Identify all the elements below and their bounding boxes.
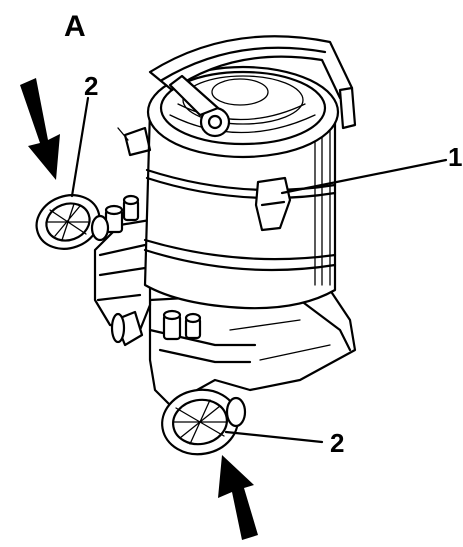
- knob-upper-left: [35, 194, 110, 250]
- latch-clip: [254, 176, 292, 232]
- knob-lower: [161, 388, 247, 456]
- base-housing: [93, 218, 357, 407]
- panel-label: A: [64, 10, 86, 43]
- leader-line-1: [280, 158, 448, 195]
- leader-line-2-lower: [224, 430, 324, 444]
- arrow-upper-left: [20, 78, 60, 180]
- callout-2-label-lower: 2: [330, 428, 344, 458]
- leader-line-2-upper: [70, 96, 90, 198]
- carry-handle: [148, 35, 357, 138]
- arrow-lower: [218, 455, 258, 540]
- callout-2-label-upper: 2: [84, 71, 98, 101]
- callout-1-label: 1: [448, 142, 462, 172]
- valve-fittings: [104, 194, 202, 341]
- tank-cylinder: [143, 108, 337, 310]
